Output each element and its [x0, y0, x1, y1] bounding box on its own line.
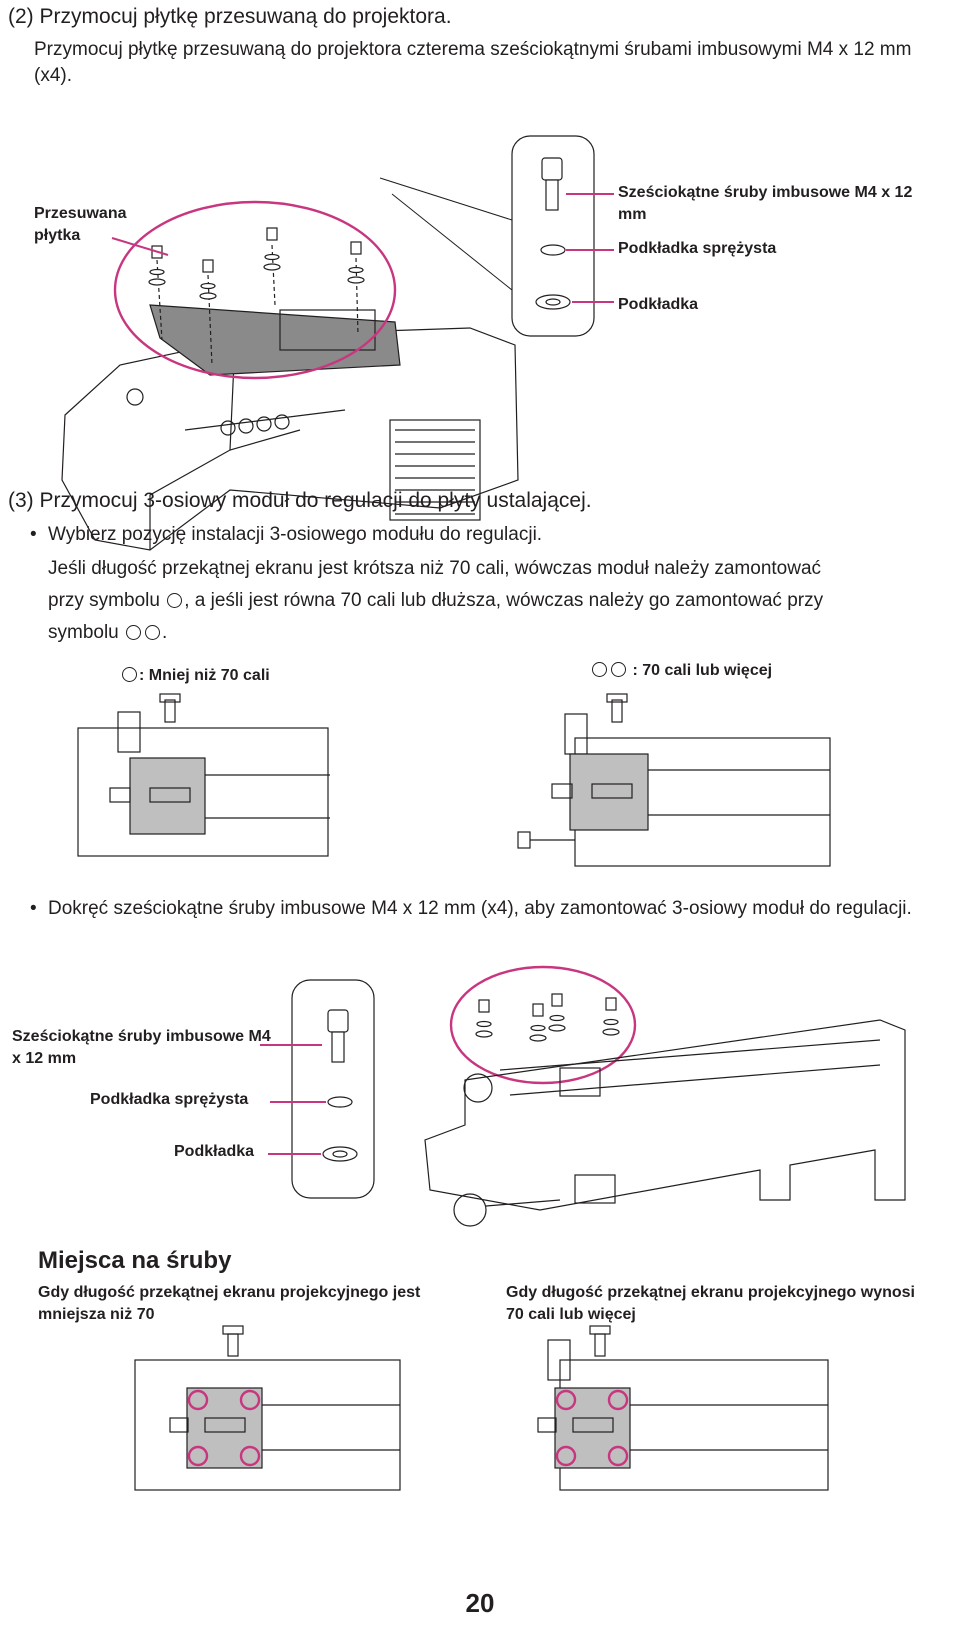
- step-3-para-a: Jeśli długość przekątnej ekranu jest kró…: [48, 558, 822, 579]
- screw-locations-left-caption: Gdy długość przekątnej ekranu projekcyjn…: [38, 1284, 421, 1323]
- label-less-than-70: : Mniej niż 70 cali: [120, 665, 270, 687]
- para-b-text-1: przy symbolu: [48, 590, 160, 611]
- step-3-bullet-2: Dokręć sześciokątne śruby imbusowe M4 x …: [30, 896, 948, 922]
- projector-illustration: [61, 135, 614, 551]
- circle-symbol-icon: [167, 593, 183, 608]
- callout-hex-screws: Sześciokątne śruby imbusowe M4 x 12 mm: [618, 184, 913, 223]
- circle-symbol-icon: [592, 662, 607, 677]
- callout-washer: Podkładka: [618, 296, 699, 313]
- screw-location-diagrams: [134, 1325, 829, 1491]
- label-more-text: : 70 cali lub więcej: [632, 662, 773, 679]
- label-70-or-more: : 70 cali lub więcej: [590, 660, 772, 682]
- step-3-heading: (3) Przymocuj 3-osiowy moduł do regulacj…: [8, 489, 592, 512]
- callout-sliding-plate: Przesuwana płytka: [34, 205, 127, 244]
- callout-spring-washer: Podkładka sprężysta: [618, 240, 777, 257]
- para-c-text-1: symbolu: [48, 622, 119, 643]
- step-3-para-c: symbolu .: [48, 620, 167, 646]
- circle-symbol-icon: [122, 667, 137, 682]
- label-less-text: : Mniej niż 70 cali: [139, 667, 270, 684]
- step-3-bullet-1: Wybierz pozycję instalacji 3-osiowego mo…: [30, 522, 542, 548]
- section-heading: Miejsca na śruby: [38, 1247, 232, 1274]
- circle-symbol-icon: [145, 625, 161, 640]
- module-assembly-illustration: [260, 965, 906, 1227]
- callout-washer-2: Podkładka: [174, 1143, 255, 1160]
- callout-spring-washer-2: Podkładka sprężysta: [90, 1091, 249, 1108]
- page-number: 20: [465, 1588, 495, 1618]
- step-2-heading: (2) Przymocuj płytkę przesuwaną do proje…: [8, 5, 452, 28]
- step-3-para-b: przy symbolu , a jeśli jest równa 70 cal…: [48, 588, 823, 614]
- callout-hex-screws-2: Sześciokątne śruby imbusowe M4 x 12 mm: [12, 1028, 271, 1067]
- screw-locations-right-caption: Gdy długość przekątnej ekranu projekcyjn…: [506, 1284, 915, 1323]
- module-position-diagrams: [77, 693, 831, 867]
- circle-symbol-icon: [611, 662, 626, 677]
- circle-symbol-icon: [126, 625, 142, 640]
- para-c-text-2: .: [162, 622, 168, 643]
- para-b-text-2: , a jeśli jest równa 70 cali lub dłuższa…: [184, 590, 824, 611]
- step-2-text: Przymocuj płytkę przesuwaną do projektor…: [34, 39, 912, 86]
